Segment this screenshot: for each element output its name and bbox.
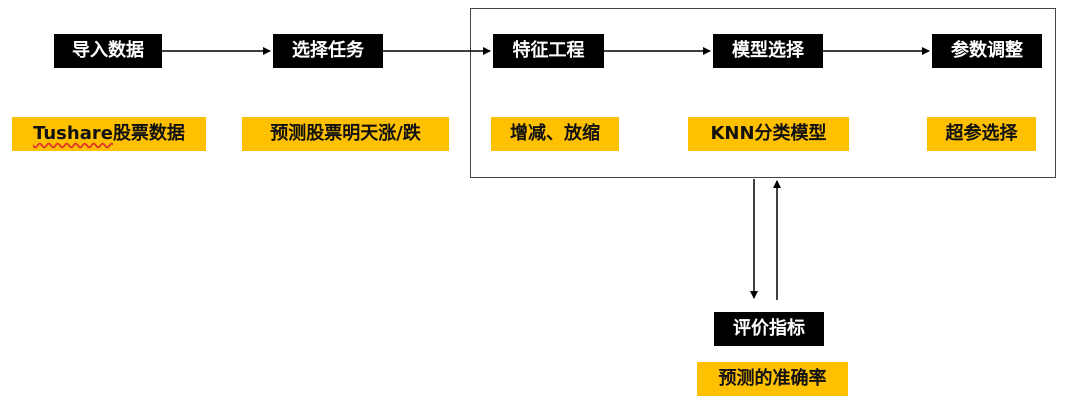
note-hyperparam: 超参选择 xyxy=(927,117,1036,151)
step-choose-task: 选择任务 xyxy=(273,34,383,68)
note-tushare-suffix: 股票数据 xyxy=(112,123,185,144)
note-predict-task: 预测股票明天涨/跌 xyxy=(242,117,449,151)
step-model-selection: 模型选择 xyxy=(713,34,823,68)
step-eval-metric: 评价指标 xyxy=(714,312,824,346)
note-accuracy: 预测的准确率 xyxy=(697,362,848,396)
note-knn-model: KNN分类模型 xyxy=(688,117,849,151)
note-feature-method: 增减、放缩 xyxy=(491,117,619,151)
note-tushare-data: Tushare股票数据 xyxy=(12,117,206,151)
note-tushare-prefix: Tushare xyxy=(33,123,113,144)
step-import-data: 导入数据 xyxy=(54,34,162,68)
step-param-tuning: 参数调整 xyxy=(932,34,1042,68)
step-feature-engineering: 特征工程 xyxy=(493,34,604,68)
pipeline-loop-frame xyxy=(470,8,1056,178)
